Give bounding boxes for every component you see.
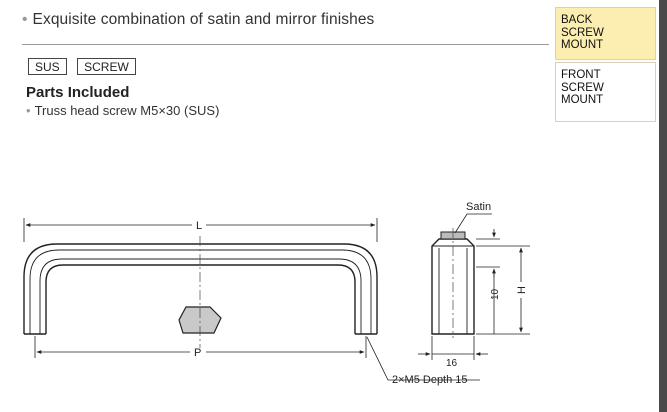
mount-type-nav: BACK SCREW MOUNT FRONT SCREW MOUNT bbox=[555, 0, 659, 412]
satin-label: Satin bbox=[466, 201, 491, 213]
dim-label-16: 16 bbox=[446, 358, 458, 369]
tab-label-line: SCREW bbox=[561, 26, 604, 39]
tag-screw: SCREW bbox=[77, 58, 136, 75]
headline-text: Exquisite combination of satin and mirro… bbox=[32, 11, 375, 28]
handle-inner-outline bbox=[45, 264, 356, 334]
dimension-h bbox=[476, 245, 530, 335]
tab-front-screw-mount[interactable]: FRONT SCREW MOUNT bbox=[555, 62, 656, 122]
parts-item-text: Truss head screw M5×30 (SUS) bbox=[34, 103, 220, 118]
handle-highlight-line bbox=[39, 258, 362, 334]
handle-outer-outline bbox=[23, 243, 378, 334]
dim-label-l: L bbox=[196, 220, 202, 232]
tab-label-line: MOUNT bbox=[561, 39, 604, 51]
dim-label-h: H bbox=[516, 286, 528, 294]
handle-front-view bbox=[23, 243, 378, 335]
dim-label-p: P bbox=[194, 347, 201, 359]
thread-note-leader bbox=[366, 336, 480, 381]
section-divider bbox=[22, 44, 549, 45]
handle-cross-section bbox=[178, 306, 222, 334]
parts-included-title: Parts Included bbox=[26, 84, 130, 101]
bullet: • bbox=[22, 11, 28, 28]
tab-label-line: BACK bbox=[561, 14, 593, 26]
parts-included-item: •Truss head screw M5×30 (SUS) bbox=[26, 103, 219, 118]
dimension-16 bbox=[418, 336, 488, 360]
tab-back-screw-mount[interactable]: BACK SCREW MOUNT bbox=[555, 7, 656, 60]
thread-note: 2×M5 Depth 15 bbox=[392, 374, 468, 386]
dimension-10 bbox=[476, 229, 500, 334]
dim-label-10: 10 bbox=[490, 288, 501, 300]
dimension-p bbox=[34, 336, 367, 358]
page-edge-bar bbox=[659, 0, 667, 412]
dimension-l bbox=[23, 218, 378, 242]
feature-headline: •Exquisite combination of satin and mirr… bbox=[22, 11, 374, 29]
tab-label-line: SCREW bbox=[561, 81, 604, 94]
tag-sus: SUS bbox=[28, 58, 67, 75]
satin-leader bbox=[454, 213, 492, 234]
tab-label-line: MOUNT bbox=[561, 94, 604, 106]
material-tags: SUS SCREW bbox=[28, 58, 142, 76]
tab-label-line: FRONT bbox=[561, 69, 601, 81]
handle-highlight-line bbox=[29, 249, 372, 334]
bullet: • bbox=[26, 103, 31, 118]
handle-side-view bbox=[431, 238, 475, 335]
